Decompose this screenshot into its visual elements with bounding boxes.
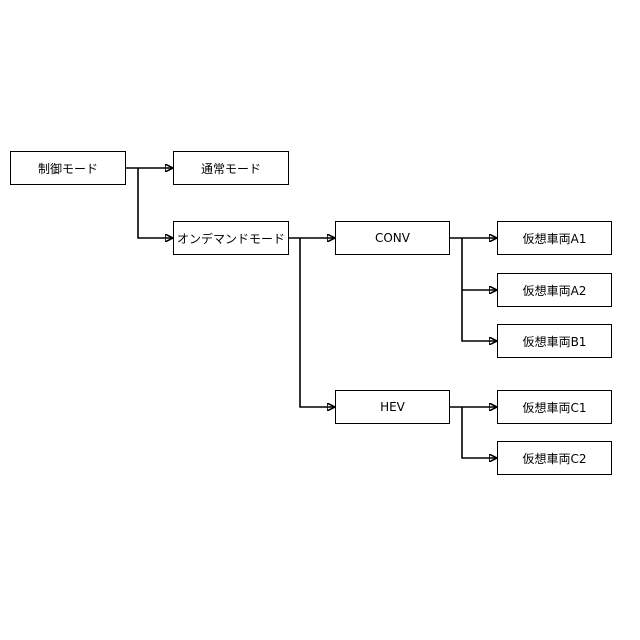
node-virtual-vehicle-c1: 仮想車両C1 xyxy=(497,390,612,424)
node-virtual-vehicle-b1: 仮想車両B1 xyxy=(497,324,612,358)
node-on-demand-mode: オンデマンドモード xyxy=(173,221,289,255)
edge-conv-to-b1 xyxy=(462,290,497,341)
node-virtual-vehicle-a1: 仮想車両A1 xyxy=(497,221,612,255)
edge-conv-to-a2 xyxy=(462,238,497,290)
node-control-mode: 制御モード xyxy=(10,151,126,185)
node-hev: HEV xyxy=(335,390,450,424)
node-normal-mode: 通常モード xyxy=(173,151,289,185)
node-conv: CONV xyxy=(335,221,450,255)
edge-control-to-ondemand xyxy=(138,168,173,238)
edge-hev-to-c2 xyxy=(462,407,497,458)
node-virtual-vehicle-c2: 仮想車両C2 xyxy=(497,441,612,475)
edge-ondemand-to-hev xyxy=(300,238,335,407)
node-virtual-vehicle-a2: 仮想車両A2 xyxy=(497,273,612,307)
